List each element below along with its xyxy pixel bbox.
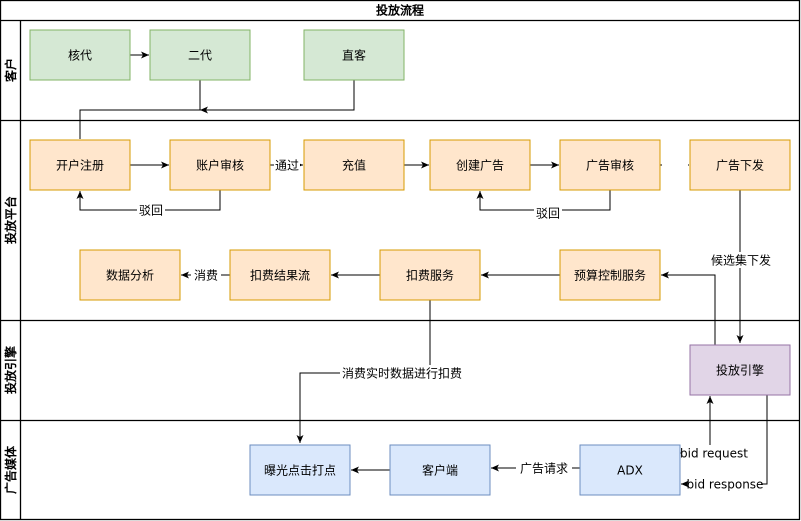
node-label: 账户审核: [196, 158, 244, 173]
edge-yinqing-adx: [681, 395, 768, 488]
node-label: 广告下发: [716, 158, 764, 173]
edge-label-xiafa-yinqing: 候选集下发: [711, 253, 771, 268]
node-shuju: 数据分析: [79, 249, 181, 301]
node-yinqing: 投放引擎: [689, 344, 791, 396]
node-zhanghu: 账户审核: [169, 139, 271, 191]
lane-label-customer: 客户: [3, 58, 18, 83]
node-label: 充值: [342, 158, 366, 173]
node-label: 核代: [68, 49, 92, 63]
node-xiafa: 广告下发: [689, 139, 791, 191]
lane-label-media: 广告媒体: [3, 445, 18, 494]
node-jieguo: 扣费结果流: [229, 249, 331, 301]
edge-adx-yinqing: [680, 396, 714, 454]
node-koufei: 扣费服务: [379, 249, 481, 301]
node-shenhe: 广告审核: [559, 139, 661, 191]
node-label: 扣费服务: [406, 268, 454, 283]
edge-label-yinqing-adx: bid response: [687, 478, 764, 492]
edge-label-adx-yinqing: bid request: [680, 447, 748, 461]
node-baoguang: 曝光点击打点: [249, 444, 351, 496]
node-chongzhi: 充值: [303, 139, 405, 191]
node-erdai: 二代: [149, 29, 251, 81]
node-chuangjian: 创建广告: [429, 139, 531, 191]
edge-label-zhanghu-chongzhi: 通过: [275, 159, 299, 173]
node-label: 开户注册: [56, 158, 104, 173]
node-label: 创建广告: [456, 159, 504, 173]
node-label: 直客: [342, 48, 366, 63]
node-kaihu: 开户注册: [29, 139, 131, 191]
node-label: 扣费结果流: [250, 269, 310, 283]
edge-label-koufei-baoguang: 消费实时数据进行扣费: [342, 366, 462, 381]
node-label: 数据分析: [106, 268, 154, 283]
node-yusuan: 预算控制服务: [559, 249, 661, 301]
lane-label-engine: 投放引擎: [3, 346, 18, 394]
edge-yinqing-yusuan: [661, 271, 716, 345]
edge-label-adx-kehuduan: 广告请求: [520, 462, 568, 476]
node-label: ADX: [617, 464, 643, 478]
edge-label-shenhe-reject: 驳回: [536, 207, 560, 221]
node-zhike: 直客: [303, 29, 405, 81]
node-kehuduan: 客户端: [389, 444, 491, 496]
node-label: 预算控制服务: [574, 268, 646, 283]
node-label: 二代: [188, 49, 212, 63]
node-adx: ADX: [579, 444, 681, 496]
node-label: 客户端: [422, 463, 458, 478]
lane-label-platform: 投放平台: [3, 196, 18, 244]
edge-label-jieguo-shuju: 消费: [194, 269, 218, 283]
diagram-title: 投放流程: [376, 3, 424, 18]
edge-label-zhanghu-reject: 驳回: [139, 204, 163, 218]
node-label: 投放引擎: [716, 363, 764, 378]
node-label: 曝光点击打点: [264, 464, 336, 478]
edge-customer-kaihu: [79, 80, 355, 139]
node-label: 广告审核: [586, 158, 634, 173]
node-hedai: 核代: [29, 29, 131, 81]
